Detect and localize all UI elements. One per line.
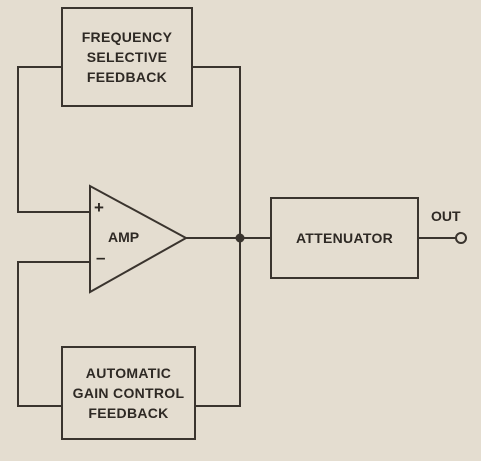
block-label-line: AUTOMATIC: [85, 365, 172, 381]
wire-junction-to-agc-feedback: [195, 238, 241, 407]
wire-agc-feedback-to-minus: [17, 261, 90, 407]
attenuator-block: ATTENUATOR: [270, 197, 419, 279]
wire-junction-dot: [235, 233, 245, 243]
output-terminal: [455, 232, 467, 244]
agc-feedback-block: AUTOMATIC GAIN CONTROL FEEDBACK: [61, 346, 196, 440]
block-label-line: FEEDBACK: [88, 405, 169, 421]
block-label-line: GAIN CONTROL: [72, 385, 185, 401]
amplifier-label: AMP: [108, 229, 140, 245]
minus-input-label: –: [96, 248, 106, 267]
block-label-line: FEEDBACK: [86, 69, 168, 85]
frequency-selective-feedback-block: FREQUENCY SELECTIVE FEEDBACK: [61, 7, 193, 107]
output-label: OUT: [431, 208, 461, 224]
block-label-line: ATTENUATOR: [295, 230, 394, 246]
amplifier-triangle: [89, 184, 189, 294]
plus-input-label: +: [94, 198, 104, 217]
wire-junction-to-freq-feedback: [192, 66, 241, 238]
wire-freq-feedback-to-plus: [17, 66, 90, 213]
block-label-line: SELECTIVE: [86, 49, 168, 65]
block-label-line: FREQUENCY: [81, 29, 173, 45]
